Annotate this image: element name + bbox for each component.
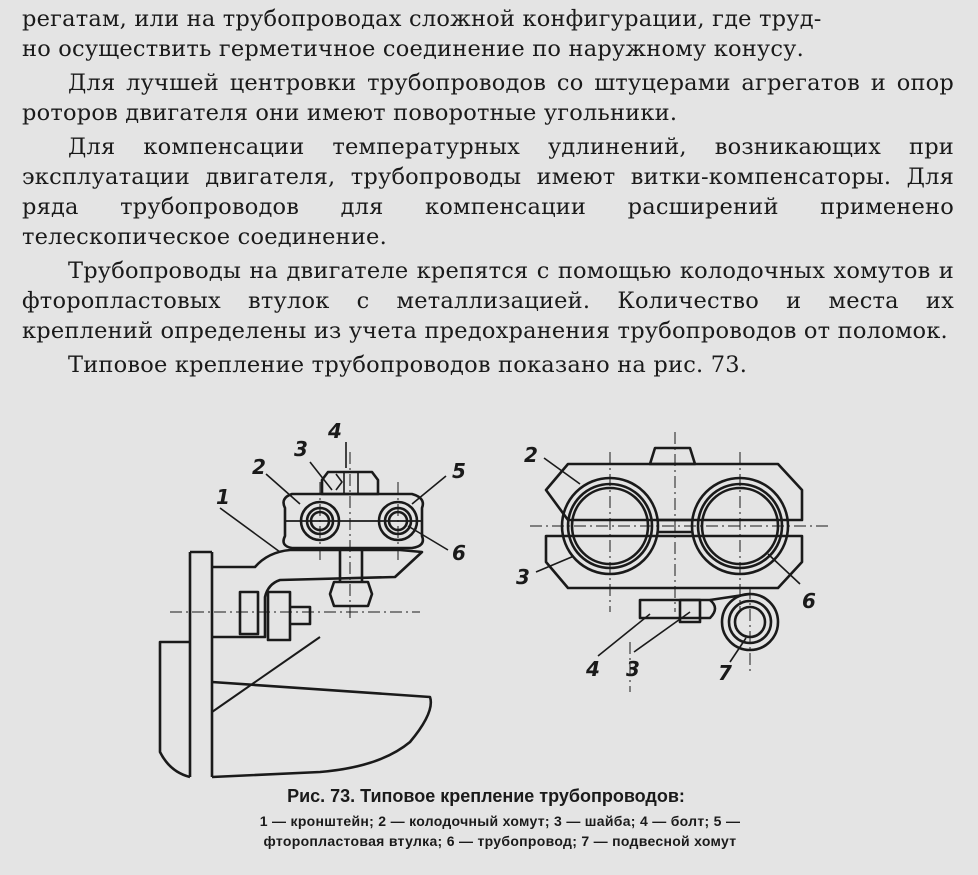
caption-legend-line-2: фторопластовая втулка; 6 — трубопровод; … [263,833,737,849]
caption-legend-line-1: 1 — кронштейн; 2 — колодочный хомут; 3 —… [259,813,741,829]
paragraph-1-line-2: но осуществить герметичное соединение по… [22,36,804,62]
paragraph-1-line-1: регатам, или на трубопроводах сложной ко… [22,6,822,32]
figure-73: 1 2 3 4 5 6 2 3 6 4 3 7 [150,412,870,792]
bolt-head [320,470,380,496]
label-r2: 2 [524,443,538,467]
right-clamp-block [544,462,804,522]
right-view [530,432,830,692]
hanging-clamp [638,598,717,620]
label-r3b: 3 [626,657,640,681]
label-6: 6 [452,541,466,565]
casing-flange [211,680,433,779]
paragraph-5: Типовое крепление трубопроводов показано… [68,352,748,378]
nut [328,580,374,608]
label-5: 5 [452,459,466,483]
label-3: 3 [294,437,308,461]
label-1: 1 [216,485,230,509]
label-2: 2 [252,455,266,479]
label-r4: 4 [585,657,600,681]
label-r6: 6 [802,589,816,613]
paragraph-3: Для компенсации температурных удлинений,… [22,134,954,250]
paragraph-4: Трубопроводы на двигателе крепятся с пом… [22,258,954,344]
label-r7: 7 [718,661,732,685]
figure-caption: Рис. 73. Типовое крепление трубопроводов… [60,786,940,851]
pipe-mount-drawing: 1 2 3 4 5 6 2 3 6 4 3 7 [158,419,830,779]
clamp-block [282,492,425,550]
label-4: 4 [327,419,342,443]
body-text: регатам, или на трубопроводах сложной ко… [22,4,954,384]
paragraph-1: регатам, или на трубопроводах сложной ко… [22,4,954,64]
paragraph-2: Для лучшей центровки трубопроводов со шт… [22,70,954,126]
bracket [212,548,424,639]
left-view [158,442,449,779]
caption-title: Рис. 73. Типовое крепление трубопроводов… [287,786,685,806]
label-r3: 3 [516,565,530,589]
engine-casing [188,550,214,777]
